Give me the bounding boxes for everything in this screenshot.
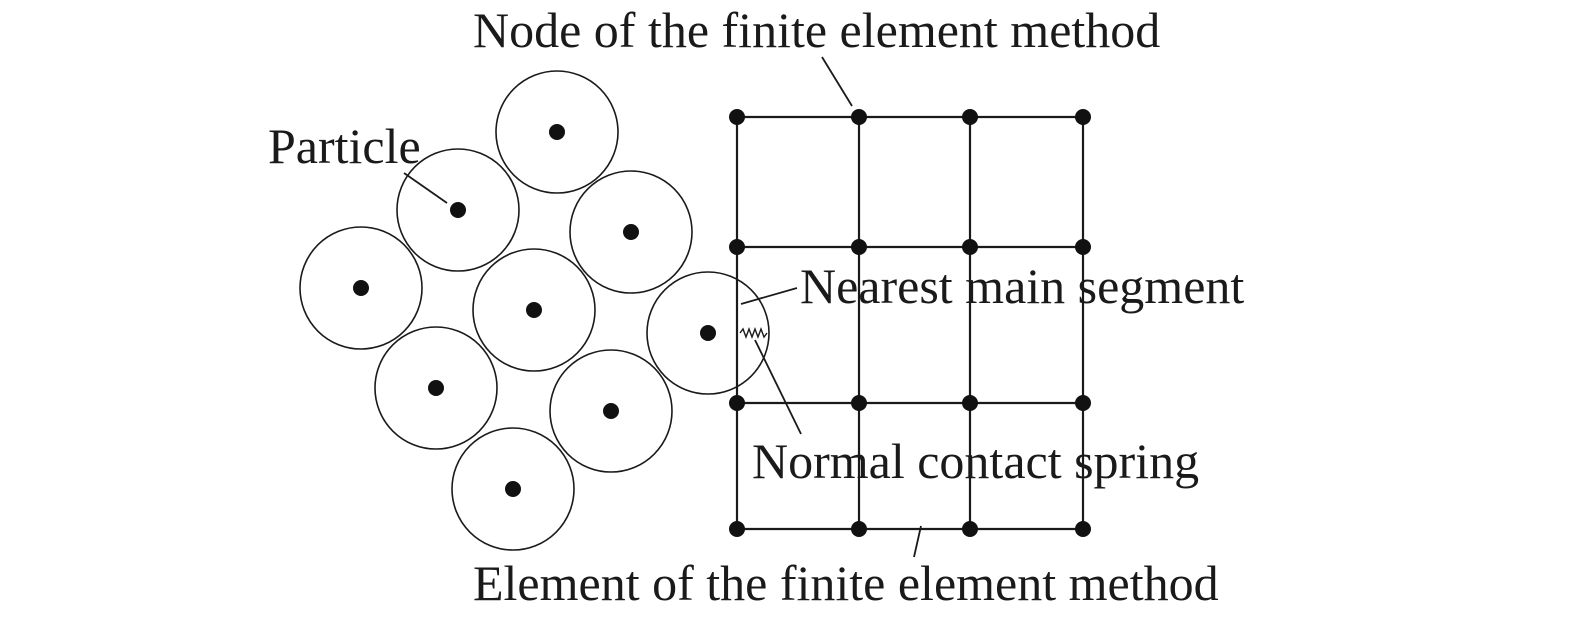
mesh-node <box>729 521 745 537</box>
particle-center-dot <box>623 224 639 240</box>
particle-circle <box>451 427 575 551</box>
particle-center-dot <box>505 481 521 497</box>
particle-circle <box>549 349 673 473</box>
label-particle: Particle <box>268 118 421 174</box>
leader-element <box>913 525 922 558</box>
label-node: Node of the finite element method <box>473 2 1160 58</box>
particle-center-dot <box>428 380 444 396</box>
mesh-node <box>962 239 978 255</box>
particle-circle <box>396 148 520 272</box>
leader-spring <box>754 339 802 435</box>
particle-center-dot <box>353 280 369 296</box>
leader-node <box>821 56 853 107</box>
mesh-node <box>851 395 867 411</box>
fem-mesh <box>729 109 1091 537</box>
mesh-node <box>729 395 745 411</box>
contact-spring <box>739 327 768 339</box>
particle-circle <box>374 326 498 450</box>
particle-circle <box>299 226 423 350</box>
particle-circle <box>569 170 693 294</box>
mesh-node <box>1075 239 1091 255</box>
particle-circle <box>495 70 619 194</box>
mesh-node <box>962 521 978 537</box>
mesh-node <box>729 109 745 125</box>
mesh-node <box>851 109 867 125</box>
particle-center-dot <box>700 325 716 341</box>
mesh-node <box>851 239 867 255</box>
mesh-node <box>851 521 867 537</box>
mesh-node <box>1075 395 1091 411</box>
particle-center-dot <box>450 202 466 218</box>
particle-circle <box>472 248 596 372</box>
mesh-node <box>1075 521 1091 537</box>
label-spring: Normal contact spring <box>752 433 1199 489</box>
mesh-node <box>962 395 978 411</box>
particle-circle <box>646 271 770 395</box>
label-segment: Nearest main segment <box>800 258 1244 314</box>
leader-particle <box>403 172 448 204</box>
mesh-node <box>1075 109 1091 125</box>
particle-center-dot <box>603 403 619 419</box>
mesh-node <box>729 239 745 255</box>
particle-center-dot <box>549 124 565 140</box>
leader-segment <box>740 287 798 305</box>
particle-group <box>299 70 770 551</box>
particle-center-dot <box>526 302 542 318</box>
mesh-node <box>962 109 978 125</box>
label-element: Element of the finite element method <box>473 555 1219 611</box>
